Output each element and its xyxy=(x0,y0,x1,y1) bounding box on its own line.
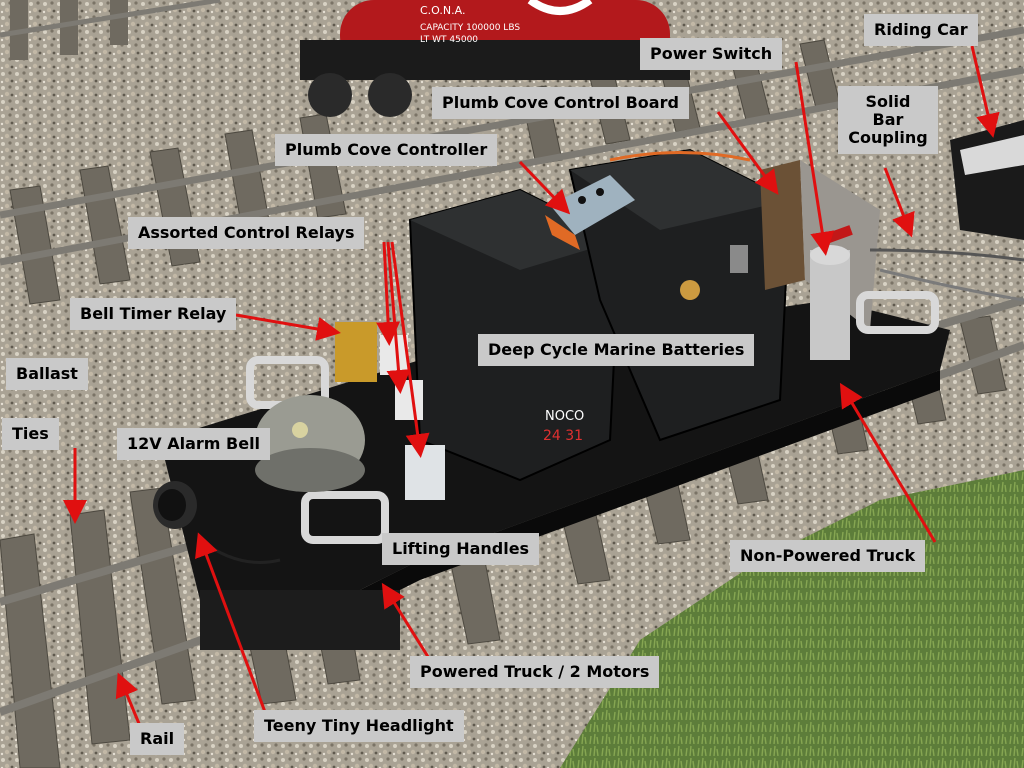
label-ballast: Ballast xyxy=(6,358,88,390)
label-non-powered-truck: Non-Powered Truck xyxy=(730,540,926,572)
tank-capacity-text: CAPACITY 100000 LBS xyxy=(420,23,520,33)
tank-reporting-text: C.O.N.A. xyxy=(420,4,465,17)
label-bell-timer-relay: Bell Timer Relay xyxy=(70,298,237,330)
battery-right xyxy=(568,148,792,442)
far-track xyxy=(0,0,221,60)
headlight xyxy=(153,481,197,529)
label-control-board: Plumb Cove Control Board xyxy=(432,87,689,119)
riding-car xyxy=(950,120,1024,240)
label-lifting-handles: Lifting Handles xyxy=(382,533,540,565)
label-ties: Ties xyxy=(2,418,59,450)
label-controller: Plumb Cove Controller xyxy=(275,134,498,166)
label-power-switch: Power Switch xyxy=(640,38,783,70)
label-riding-car: Riding Car xyxy=(864,14,978,46)
label-marine-batteries: Deep Cycle Marine Batteries xyxy=(478,334,755,366)
label-headlight: Teeny Tiny Headlight xyxy=(254,710,464,742)
tank-car: C.O.N.A. CAPACITY 100000 LBS LT WT 45000 xyxy=(300,0,690,117)
battery-brand-text: NOCO xyxy=(545,409,584,424)
label-control-relays: Assorted Control Relays xyxy=(128,217,365,249)
controller-box xyxy=(545,175,635,250)
label-rail: Rail xyxy=(130,723,185,755)
battery-group-text: 24 31 xyxy=(543,428,583,444)
alarm-bell xyxy=(255,395,365,492)
tank-weight-text: LT WT 45000 xyxy=(420,35,478,45)
label-solid-bar-coupling: Solid Bar Coupling xyxy=(838,86,938,154)
label-powered-truck: Powered Truck / 2 Motors xyxy=(410,656,660,688)
label-alarm-bell: 12V Alarm Bell xyxy=(117,428,271,460)
